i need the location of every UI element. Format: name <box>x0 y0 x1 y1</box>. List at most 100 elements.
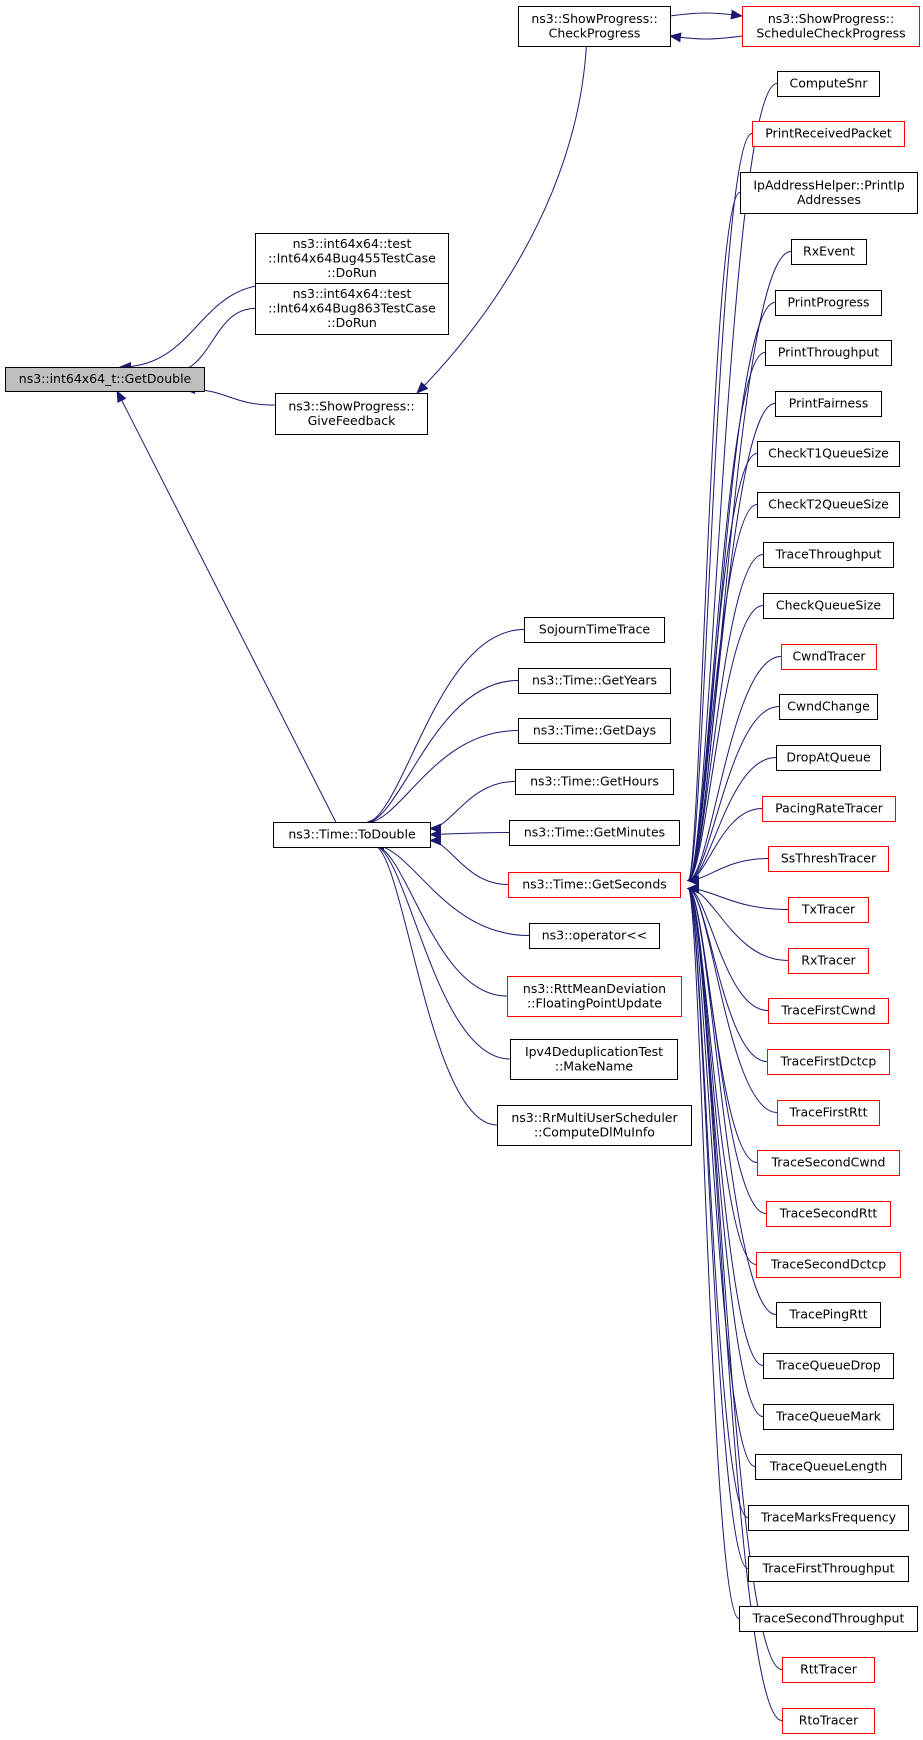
node-checkt1[interactable]: CheckT1QueueSize <box>757 441 900 467</box>
node-ssthresh[interactable]: SsThreshTracer <box>768 846 889 872</box>
node-printprogress[interactable]: PrintProgress <box>775 290 882 316</box>
edge-getdays-to-todouble <box>362 730 519 829</box>
node-box <box>775 391 882 417</box>
node-tracefirstdctcp[interactable]: TraceFirstDctcp <box>767 1049 890 1075</box>
node-box <box>763 1404 894 1430</box>
node-tracequeuemark[interactable]: TraceQueueMark <box>763 1404 894 1430</box>
node-tracethroughput[interactable]: TraceThroughput <box>763 542 894 568</box>
node-label-line: RtoTracer <box>799 1713 859 1728</box>
node-label-line: ::FloatingPointUpdate <box>527 995 662 1010</box>
node-printfairness[interactable]: PrintFairness <box>775 391 882 417</box>
node-label-line: CwndTracer <box>792 649 866 664</box>
node-label-line: ::ComputeDlMuInfo <box>534 1124 655 1139</box>
edge-gethours-to-todouble <box>429 781 516 834</box>
node-checkt2[interactable]: CheckT2QueueSize <box>757 492 900 518</box>
node-tracefirstthroughput[interactable]: TraceFirstThroughput <box>748 1556 909 1582</box>
edge-dropatqueue-to-getseconds <box>687 757 777 886</box>
node-label-line: GiveFeedback <box>308 413 397 428</box>
node-label-line: TraceThroughput <box>775 547 882 562</box>
edge-checkprogress-to-givefeedback <box>416 45 587 394</box>
node-getdays[interactable]: ns3::Time::GetDays <box>518 718 671 744</box>
node-getdouble[interactable]: ns3::int64x64_t::GetDouble <box>5 367 205 392</box>
node-tracefirstcwnd[interactable]: TraceFirstCwnd <box>768 998 889 1024</box>
node-box <box>740 172 918 214</box>
node-box <box>782 1708 875 1734</box>
node-rtttracer[interactable]: RttTracer <box>782 1657 875 1683</box>
node-printthroughput[interactable]: PrintThroughput <box>765 340 892 366</box>
node-label-line: TraceFirstDctcp <box>780 1054 877 1069</box>
node-traceseconddctcp[interactable]: TraceSecondDctcp <box>756 1252 901 1278</box>
node-getseconds[interactable]: ns3::Time::GetSeconds <box>508 872 681 898</box>
node-box <box>776 745 881 771</box>
node-ipv4dedup[interactable]: Ipv4DeduplicationTest::MakeName <box>510 1039 678 1080</box>
node-tracequeuelength[interactable]: TraceQueueLength <box>755 1454 902 1480</box>
node-box <box>791 239 867 265</box>
node-tracequeuedrop[interactable]: TraceQueueDrop <box>763 1353 894 1379</box>
node-tracesecondthroughput[interactable]: TraceSecondThroughput <box>739 1606 918 1632</box>
node-cwndtracer[interactable]: CwndTracer <box>781 644 877 670</box>
edges-layer <box>116 9 792 1721</box>
node-label-line: ns3::Time::GetHours <box>530 774 659 789</box>
node-label-line: TraceQueueMark <box>775 1409 882 1424</box>
node-tracesecondrtt[interactable]: TraceSecondRtt <box>766 1201 891 1227</box>
node-label-line: TraceFirstThroughput <box>761 1561 894 1576</box>
node-label-line: PrintProgress <box>787 295 869 310</box>
node-dropatqueue[interactable]: DropAtQueue <box>776 745 881 771</box>
node-getminutes[interactable]: ns3::Time::GetMinutes <box>509 820 680 846</box>
node-box <box>748 1505 909 1531</box>
node-schedulecheck[interactable]: ns3::ShowProgress::ScheduleCheckProgress <box>742 6 920 47</box>
node-sojourn[interactable]: SojournTimeTrace <box>524 617 665 643</box>
node-checkprogress[interactable]: ns3::ShowProgress::CheckProgress <box>518 6 671 47</box>
node-gethours[interactable]: ns3::Time::GetHours <box>515 769 674 795</box>
node-txtracer[interactable]: TxTracer <box>788 897 869 923</box>
node-cwndchange[interactable]: CwndChange <box>779 694 878 720</box>
node-rtotracer[interactable]: RtoTracer <box>782 1708 875 1734</box>
node-label-line: CheckQueueSize <box>776 598 881 613</box>
node-label-line: TraceFirstRtt <box>789 1105 868 1120</box>
node-box <box>765 340 892 366</box>
edge-ssthresh-to-getseconds <box>687 858 769 886</box>
edge-checkt2-to-getseconds <box>687 504 758 886</box>
node-label-line: TraceSecondDctcp <box>770 1257 886 1272</box>
node-operatorlt[interactable]: ns3::operator<< <box>529 923 660 949</box>
node-label-line: ns3::Time::GetYears <box>532 673 657 688</box>
node-label-line: Addresses <box>797 192 861 207</box>
node-box <box>273 822 431 848</box>
node-box <box>507 976 682 1017</box>
node-checkqueuesize[interactable]: CheckQueueSize <box>763 593 894 619</box>
node-label-line: PrintFairness <box>789 396 869 411</box>
node-box <box>509 820 680 846</box>
node-box <box>788 948 869 974</box>
node-box <box>739 1606 918 1632</box>
node-todouble[interactable]: ns3::Time::ToDouble <box>273 822 431 848</box>
node-box <box>752 121 905 147</box>
edge-bug455-to-getdouble <box>119 283 276 372</box>
node-rrmulti[interactable]: ns3::RrMultiUserScheduler::ComputeDlMuIn… <box>497 1105 692 1146</box>
node-box <box>275 393 428 435</box>
node-givefeedback[interactable]: ns3::ShowProgress::GiveFeedback <box>275 393 428 435</box>
node-label-line: TraceSecondThroughput <box>752 1611 905 1626</box>
node-label-line: CheckT2QueueSize <box>768 497 889 512</box>
node-label-line: TraceSecondCwnd <box>771 1155 886 1170</box>
node-tracepingrtt[interactable]: TracePingRtt <box>776 1302 881 1328</box>
edge-getyears-to-todouble <box>362 680 519 829</box>
edge-rtotracer-to-getseconds <box>687 883 783 1721</box>
node-box <box>255 233 449 285</box>
node-bug455[interactable]: ns3::int64x64::test::Int64x64Bug455TestC… <box>255 233 449 285</box>
node-tracesecondcwnd[interactable]: TraceSecondCwnd <box>757 1150 900 1176</box>
node-bug863[interactable]: ns3::int64x64::test::Int64x64Bug863TestC… <box>255 283 449 335</box>
node-tracefirstrtt[interactable]: TraceFirstRtt <box>777 1100 880 1126</box>
node-label-line: CwndChange <box>787 699 870 714</box>
node-printreceived[interactable]: PrintReceivedPacket <box>752 121 905 147</box>
edge-getminutes-to-todouble <box>429 829 510 840</box>
node-pacingrate[interactable]: PacingRateTracer <box>762 796 896 822</box>
node-rttmean[interactable]: ns3::RttMeanDeviation::FloatingPointUpda… <box>507 976 682 1017</box>
node-box <box>767 1049 890 1075</box>
node-computesnr[interactable]: ComputeSnr <box>777 71 880 97</box>
node-getyears[interactable]: ns3::Time::GetYears <box>518 668 671 694</box>
node-rxevent[interactable]: RxEvent <box>791 239 867 265</box>
node-label-line: ::Int64x64Bug455TestCase <box>268 251 436 266</box>
node-rxtracer[interactable]: RxTracer <box>788 948 869 974</box>
node-tracemarksfreq[interactable]: TraceMarksFrequency <box>748 1505 909 1531</box>
